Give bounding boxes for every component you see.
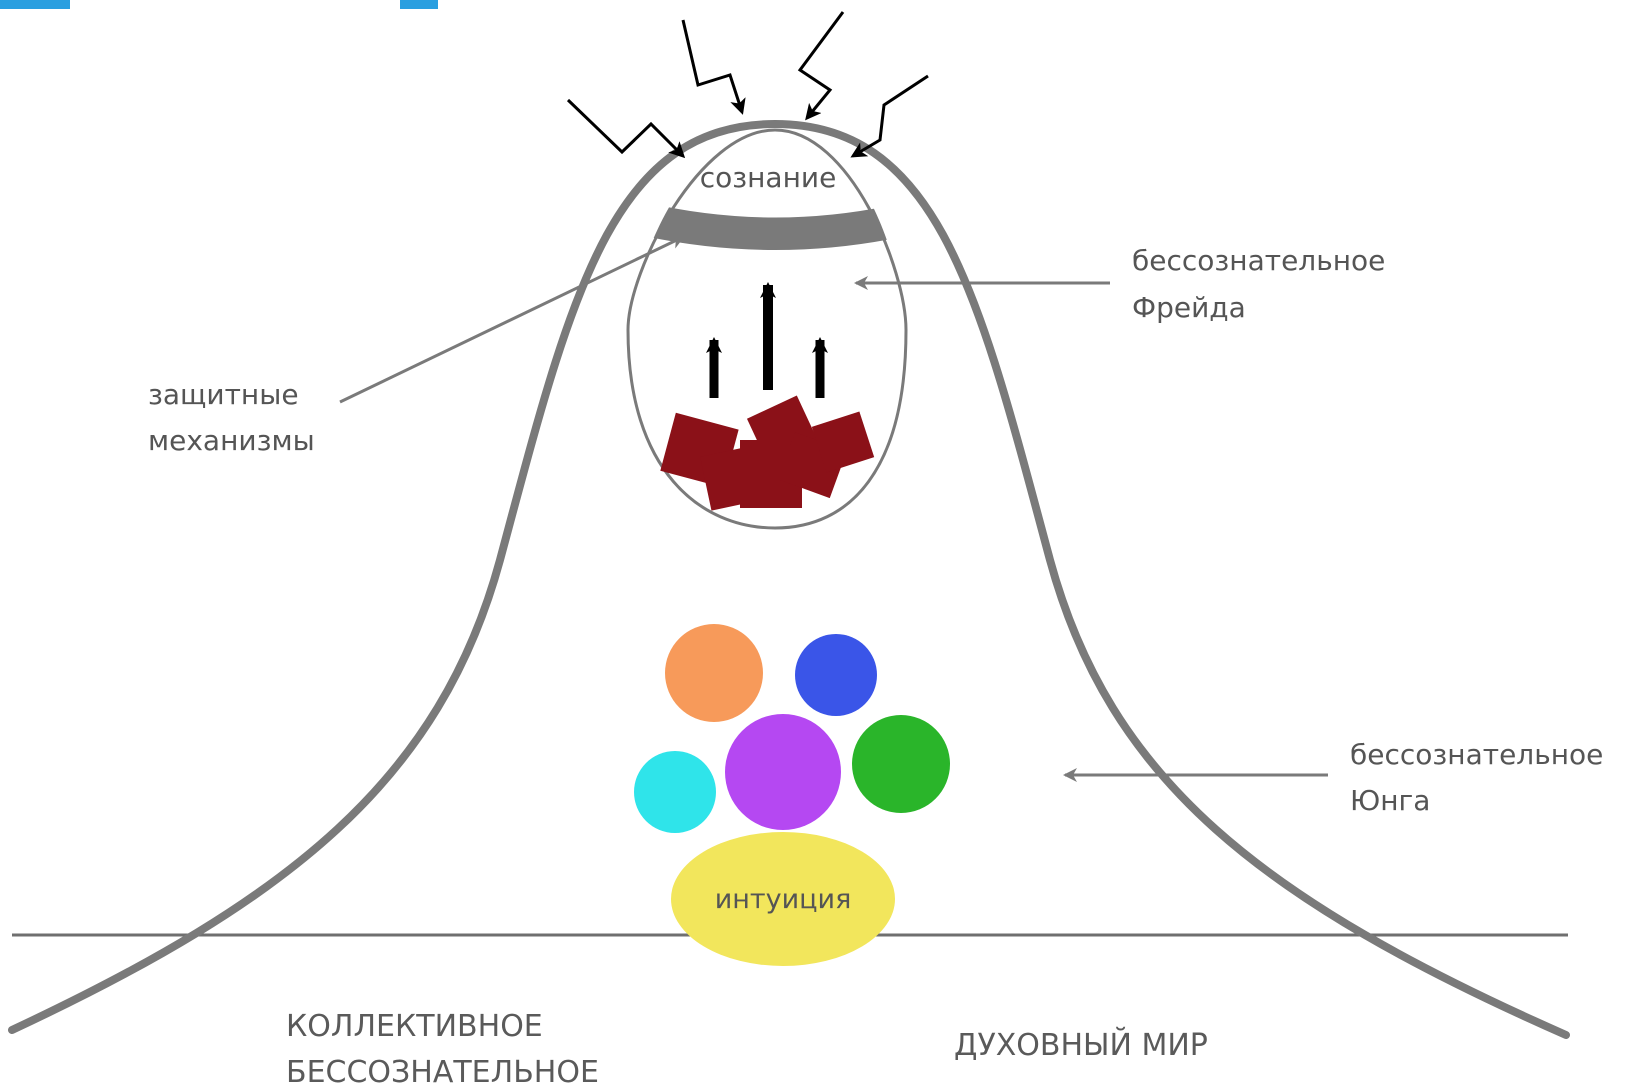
jung-label-line2: Юнга [1350,784,1430,817]
jung-archetypes [634,624,950,833]
intuition-label: интуиция [715,884,852,915]
repression-push-arrows [714,285,820,398]
defense-label-line2: механизмы [148,424,315,457]
repressed-block-7 [740,440,790,480]
defense-label-line1: защитные [148,378,299,411]
freud-label-line1: бессознательное [1132,244,1385,277]
spiritual-world-label: ДУХОВНЫЙ МИР [954,1027,1208,1063]
collective-label-line1: КОЛЛЕКТИВНОЕ [286,1009,543,1044]
freud-label-line2: Фрейда [1132,291,1246,324]
archetype-circle-blue [795,634,877,716]
jung-label-line1: бессознательное [1350,738,1603,771]
consciousness-label: сознание [700,161,837,194]
lightning-arrow-2 [683,20,742,112]
lightning-arrow-1 [568,100,683,156]
archetype-circle-green [852,715,950,813]
collective-label-line2: БЕССОЗНАТЕЛЬНОЕ [286,1055,599,1085]
archetype-circle-purple [725,714,841,830]
defense-band [600,190,950,250]
lightning-arrow-3 [800,12,843,118]
archetype-circle-cyan [634,751,716,833]
archetype-circle-orange [665,624,763,722]
repressed-content [660,396,874,511]
